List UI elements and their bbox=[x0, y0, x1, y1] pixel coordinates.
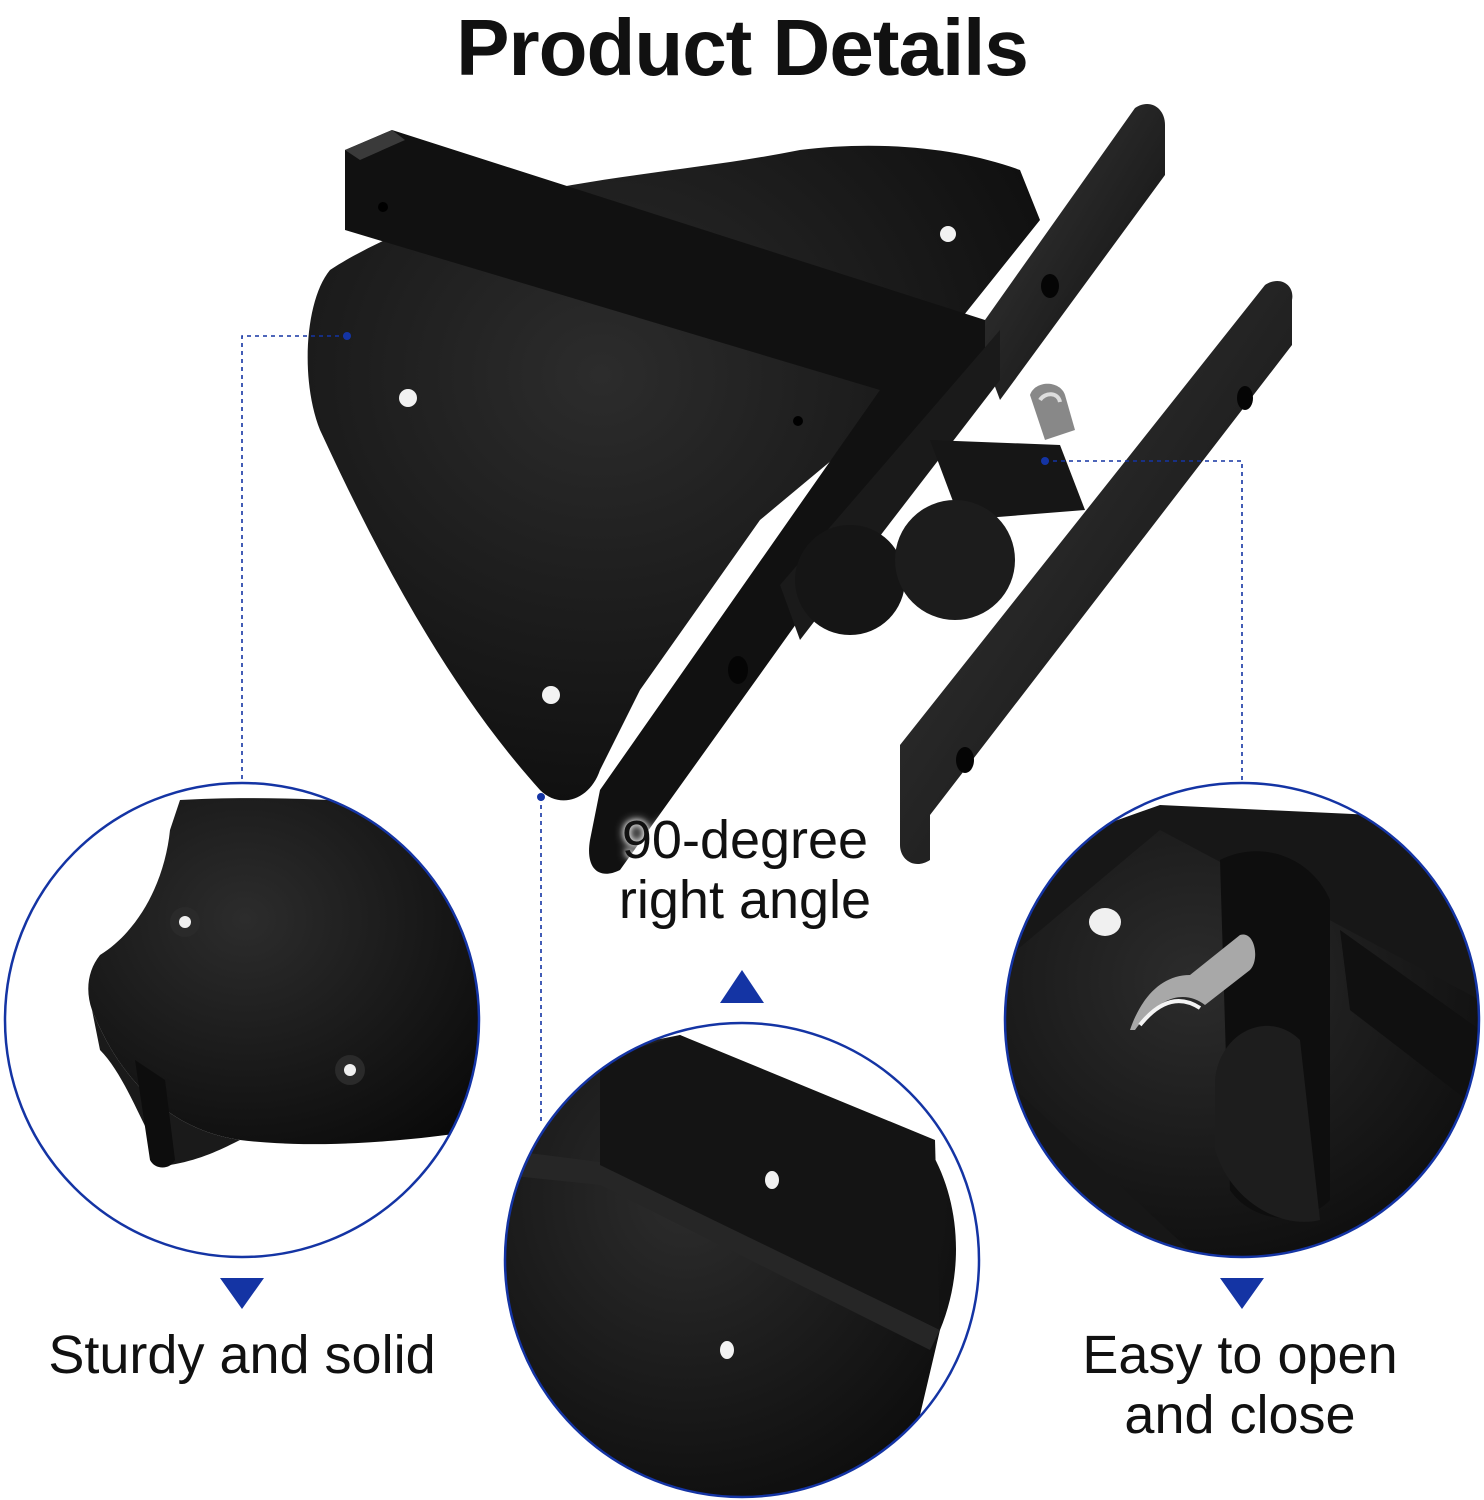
pointer-triangle-center bbox=[720, 970, 764, 1003]
caption-right-angle: 90-degree right angle bbox=[560, 810, 930, 931]
detail-circle-right bbox=[1003, 781, 1481, 1259]
leader-lines bbox=[241, 335, 1243, 1125]
caption-sturdy: Sturdy and solid bbox=[48, 1325, 436, 1385]
caption-right-angle-line1: 90-degree bbox=[621, 810, 869, 870]
caption-right-angle-line2: right angle bbox=[618, 870, 872, 931]
bracket-main bbox=[307, 104, 1293, 874]
caption-easy-open-line2: and close bbox=[1124, 1385, 1356, 1446]
detail-circle-center bbox=[503, 1021, 981, 1499]
pointer-triangle-left bbox=[220, 1278, 264, 1309]
caption-easy-open-line1: Easy to open bbox=[1082, 1325, 1398, 1385]
caption-easy-open: Easy to open and close bbox=[1030, 1325, 1450, 1446]
pointer-triangle-right bbox=[1220, 1278, 1264, 1309]
leader-dot-left bbox=[343, 332, 351, 340]
detail-circle-left bbox=[3, 781, 481, 1259]
leader-dot-right bbox=[1041, 457, 1049, 465]
page-title: Product Details bbox=[456, 3, 1029, 92]
leader-dot-center bbox=[537, 793, 545, 801]
